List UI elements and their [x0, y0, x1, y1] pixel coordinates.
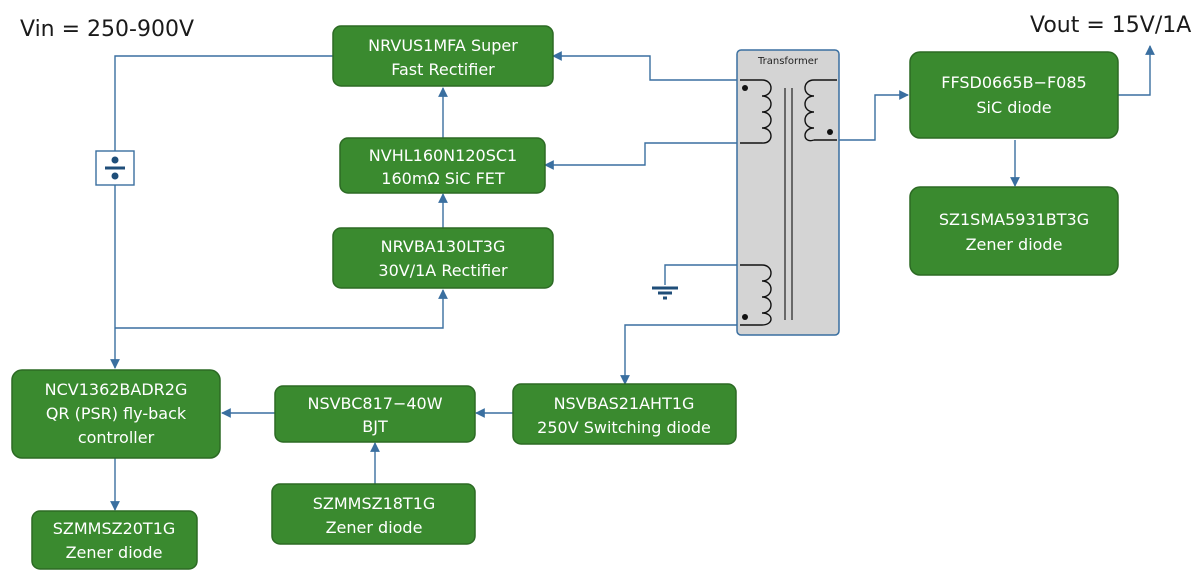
block-line: QR (PSR) fly-back	[46, 404, 187, 423]
block-line: SiC diode	[976, 98, 1051, 117]
block-line: Fast Rectifier	[391, 60, 495, 79]
block-line: SZ1SMA5931BT3G	[939, 210, 1089, 229]
transformer-title: Transformer	[757, 56, 819, 67]
block-line: NSVBC817−40W	[307, 394, 442, 413]
block-line: SZMMSZ18T1G	[313, 494, 436, 513]
block-line: NCV1362BADR2G	[45, 380, 188, 399]
block-line: FFSD0665B−F085	[941, 73, 1086, 92]
block-line: SZMMSZ20T1G	[53, 519, 176, 538]
ground-icon	[652, 286, 678, 300]
block-line: BJT	[362, 417, 388, 436]
block-nsvbas21aht1g: NSVBAS21AHT1G 250V Switching diode	[512, 383, 737, 445]
block-line: 30V/1A Rectifier	[378, 261, 508, 280]
block-line: NVHL160N120SC1	[369, 146, 517, 165]
block-szmmsz18t1g: SZMMSZ18T1G Zener diode	[271, 483, 476, 545]
vin-label: Vin = 250-900V	[20, 17, 194, 42]
block-line: NRVUS1MFA Super	[368, 36, 518, 55]
block-szmmsz20t1g: SZMMSZ20T1G Zener diode	[31, 510, 198, 570]
block-line: controller	[78, 428, 155, 447]
block-nrvba130lt3g: NRVBA130LT3G 30V/1A Rectifier	[332, 227, 554, 289]
block-line: NRVBA130LT3G	[381, 237, 506, 256]
block-line: Zener diode	[326, 518, 423, 537]
block-nrvus1mfa: NRVUS1MFA Super Fast Rectifier	[332, 25, 554, 87]
transformer: Transformer	[736, 49, 840, 336]
block-ncv1362badr2g: NCV1362BADR2G QR (PSR) fly-back controll…	[11, 369, 221, 459]
block-line: Zener diode	[66, 543, 163, 562]
block-line: 160mΩ SiC FET	[381, 169, 505, 188]
vout-label: Vout = 15V/1A	[1030, 13, 1191, 38]
block-sz1sma5931bt3g: SZ1SMA5931BT3G Zener diode	[909, 186, 1119, 276]
wires	[110, 45, 1155, 511]
block-nsvbc817: NSVBC817−40W BJT	[274, 385, 476, 443]
block-line: NSVBAS21AHT1G	[554, 394, 695, 413]
block-nvhl160n120sc1: NVHL160N120SC1 160mΩ SiC FET	[339, 137, 546, 194]
block-line: 250V Switching diode	[537, 418, 711, 437]
block-line: Zener diode	[966, 235, 1063, 254]
block-ffsd0665b: FFSD0665B−F085 SiC diode	[909, 51, 1119, 139]
divide-icon	[95, 150, 135, 186]
